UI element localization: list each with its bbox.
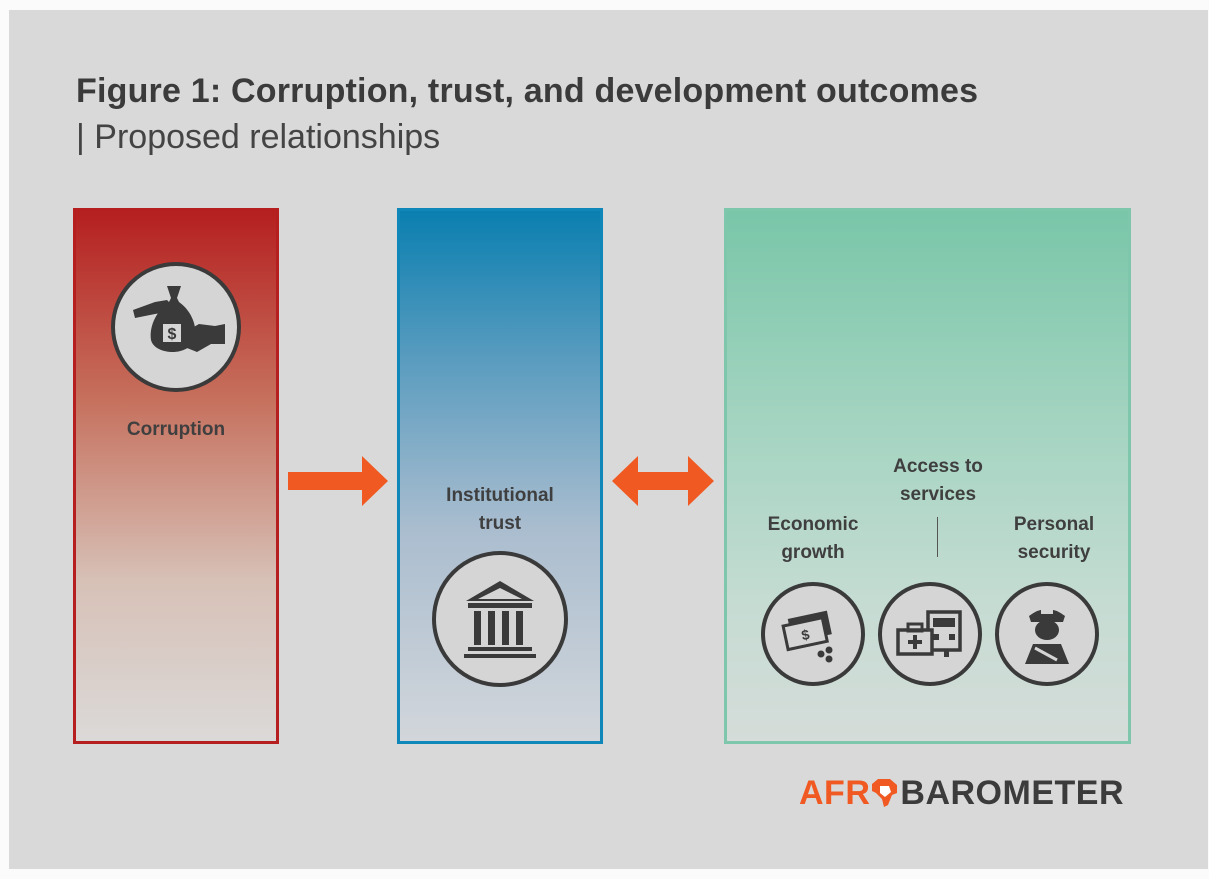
money-bag-handover-icon: $ (133, 286, 225, 352)
access-to-services-label-line2: services (899, 484, 977, 505)
institutional-trust-label-line2: trust (478, 513, 522, 534)
access-to-services-label-line1: Access to (893, 456, 983, 477)
svg-text:$: $ (800, 626, 811, 643)
personal-security-label-line2: security (1017, 542, 1091, 563)
logo-part2: BAROMETER (900, 774, 1124, 812)
medical-kit-truck-icon (896, 610, 962, 657)
government-building-icon (464, 581, 536, 658)
right-arrow (288, 456, 388, 506)
services-divider (937, 517, 938, 557)
cash-coins-icon: $ (781, 610, 833, 663)
economic-growth-label-line2: growth (781, 542, 845, 563)
institutional-trust-label-line1: Institutional (446, 485, 554, 506)
figure-subtitle: | Proposed relationships (76, 118, 441, 156)
trust-icon-circle (432, 551, 568, 687)
bidirectional-arrow (612, 456, 714, 506)
svg-text:$: $ (168, 326, 177, 343)
figure-title: Figure 1: Corruption, trust, and develop… (76, 72, 979, 110)
logo-part1: AFR (799, 774, 871, 812)
corruption-label: Corruption (126, 419, 226, 440)
economic-growth-label: Economic growth (753, 511, 873, 567)
economic-growth-icon-circle: $ (761, 582, 865, 686)
institutional-trust-label: Institutional trust (410, 482, 590, 538)
afrobarometer-logo: AFR BAROMETER (799, 773, 1124, 813)
access-to-services-icon-circle (878, 582, 982, 686)
access-to-services-label: Access to services (870, 453, 1006, 509)
corruption-icon-circle: $ (111, 262, 241, 392)
economic-growth-label-line1: Economic (767, 514, 859, 535)
africa-map-logo-mark (872, 779, 898, 807)
personal-security-label: Personal security (986, 511, 1122, 567)
personal-security-icon-circle (995, 582, 1099, 686)
police-officer-icon (1025, 608, 1069, 664)
personal-security-label-line1: Personal (1013, 514, 1095, 535)
